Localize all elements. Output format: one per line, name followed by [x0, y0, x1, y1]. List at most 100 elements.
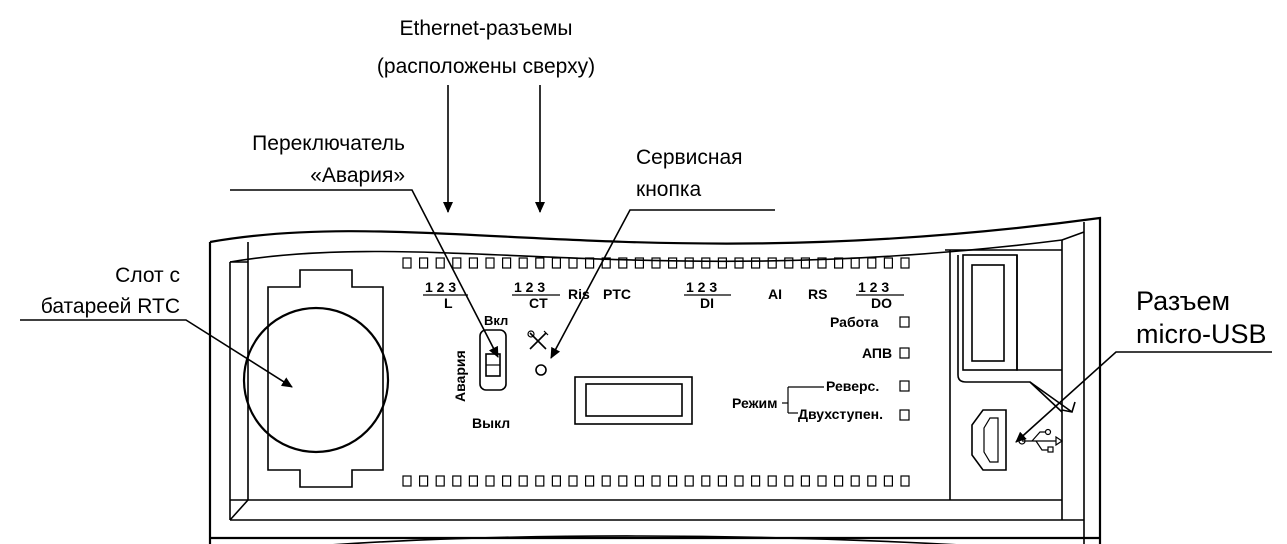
- status-apv-led: [899, 347, 910, 359]
- bottom-terminal-square: [684, 475, 694, 487]
- label-ptc: PTC: [603, 286, 631, 302]
- top-terminal-square: [850, 257, 860, 269]
- usb-callout-line1: Разъем: [1136, 286, 1230, 316]
- bottom-terminal-square: [784, 475, 794, 487]
- bottom-terminal-square: [767, 475, 777, 487]
- bottom-terminal-square: [452, 475, 462, 487]
- top-terminal-square: [584, 257, 595, 269]
- top-terminal-square: [551, 257, 562, 269]
- bottom-terminal-square: [817, 475, 827, 487]
- group-l-digits: 1 2 3: [425, 279, 456, 295]
- top-terminal-square: [817, 257, 827, 269]
- label-ris: Ris: [568, 286, 590, 302]
- top-terminal-square: [750, 257, 761, 269]
- usb-callout-line2: micro-USB: [1136, 319, 1267, 349]
- top-terminal-square: [535, 257, 545, 269]
- alarm-switch[interactable]: Вкл Выкл Авария: [452, 313, 510, 431]
- label-rs: RS: [808, 286, 827, 302]
- bottom-terminal-square: [485, 475, 495, 487]
- top-terminal-square: [618, 257, 628, 269]
- group-do-name: DO: [871, 295, 892, 311]
- group-l-name: L: [444, 295, 453, 311]
- callout-leaders: [20, 85, 1272, 443]
- ethernet-callout-line2: (расположены сверху): [377, 55, 595, 78]
- bottom-led-row: [402, 475, 910, 487]
- micro-usb-port[interactable]: [971, 409, 1064, 471]
- bottom-terminal-square: [535, 475, 545, 487]
- bottom-terminal-square: [867, 475, 877, 487]
- top-terminal-square: [701, 257, 711, 269]
- top-terminal-square: [468, 257, 478, 269]
- top-terminal-square: [402, 257, 412, 269]
- switch-callout-line1: Переключатель: [252, 132, 405, 155]
- bottom-terminal-square: [750, 475, 761, 487]
- status-apv-label: АПВ: [862, 345, 892, 361]
- top-terminal-square: [734, 257, 744, 269]
- top-terminal-square: [419, 257, 429, 269]
- top-terminal-square: [883, 257, 894, 269]
- bottom-terminal-square: [833, 475, 844, 487]
- service-button[interactable]: [527, 330, 549, 376]
- battery-slot: [242, 269, 390, 488]
- top-terminal-square: [767, 257, 777, 269]
- bottom-terminal-square: [701, 475, 711, 487]
- device-housing: [208, 216, 1102, 544]
- switch-off-label: Выкл: [472, 415, 510, 431]
- battery-callout-line1: Слот с: [115, 264, 180, 287]
- bottom-terminal-square: [883, 475, 894, 487]
- top-terminal-square: [485, 257, 495, 269]
- bottom-terminal-square: [800, 475, 811, 487]
- bottom-terminal-square: [634, 475, 645, 487]
- switch-alarm-label: Авария: [452, 350, 468, 402]
- top-terminal-square: [634, 257, 645, 269]
- mode-two-stage-label: Двухступен.: [798, 406, 883, 422]
- status-rabota-label: Работа: [830, 314, 879, 330]
- bottom-terminal-square: [734, 475, 744, 487]
- bottom-terminal-square: [419, 475, 429, 487]
- top-terminal-square: [867, 257, 877, 269]
- service-callout-line1: Сервисная: [636, 146, 743, 169]
- top-terminal-square: [800, 257, 811, 269]
- bottom-terminal-square: [584, 475, 595, 487]
- top-terminal-square: [717, 257, 728, 269]
- group-do-digits: 1 2 3: [858, 279, 889, 295]
- bottom-terminal-square: [518, 475, 528, 487]
- group-ct-digits: 1 2 3: [514, 279, 545, 295]
- group-ct-name: CT: [529, 295, 548, 311]
- mode-label: Режим: [732, 395, 777, 411]
- usb-icon: [1018, 428, 1064, 453]
- mode-reverse-led: [899, 380, 910, 392]
- service-button-hole[interactable]: [535, 364, 547, 376]
- top-led-row: [402, 257, 910, 269]
- battery-callout-line2: батареей RTC: [41, 295, 180, 318]
- bottom-terminal-square: [568, 475, 578, 487]
- top-terminal-square: [667, 257, 678, 269]
- top-terminal-square: [502, 257, 512, 269]
- top-terminal-square: [833, 257, 844, 269]
- service-callout-line2: кнопка: [636, 178, 701, 201]
- display-window: [574, 376, 693, 425]
- mode-reverse-label: Реверс.: [826, 378, 879, 394]
- top-terminal-square: [568, 257, 578, 269]
- top-terminal-square: [518, 257, 528, 269]
- bottom-terminal-square: [900, 475, 910, 487]
- bottom-terminal-square: [850, 475, 860, 487]
- bottom-terminal-square: [667, 475, 678, 487]
- top-terminal-square: [900, 257, 910, 269]
- rtc-battery-icon: [242, 306, 390, 454]
- top-terminal-square: [452, 257, 462, 269]
- top-terminal-square: [784, 257, 794, 269]
- ethernet-callout-line1: Ethernet-разъемы: [399, 17, 572, 40]
- callout-texts: Ethernet-разъемы (расположены сверху) Пе…: [41, 17, 1267, 349]
- right-side-ports: [957, 254, 1076, 413]
- service-tools-icon: [527, 330, 549, 350]
- bottom-terminal-square: [601, 475, 611, 487]
- mode-two-stage-led: [899, 409, 910, 421]
- group-di-name: DI: [700, 295, 714, 311]
- switch-callout-line2: «Авария»: [310, 164, 405, 187]
- terminal-group-labels: 1 2 3 L 1 2 3 CT Ris PTC 1 2 3 DI AI RS …: [423, 279, 904, 311]
- bottom-terminal-square: [551, 475, 562, 487]
- bottom-terminal-square: [402, 475, 412, 487]
- label-ai: AI: [768, 286, 782, 302]
- status-rabota-led: [899, 316, 910, 328]
